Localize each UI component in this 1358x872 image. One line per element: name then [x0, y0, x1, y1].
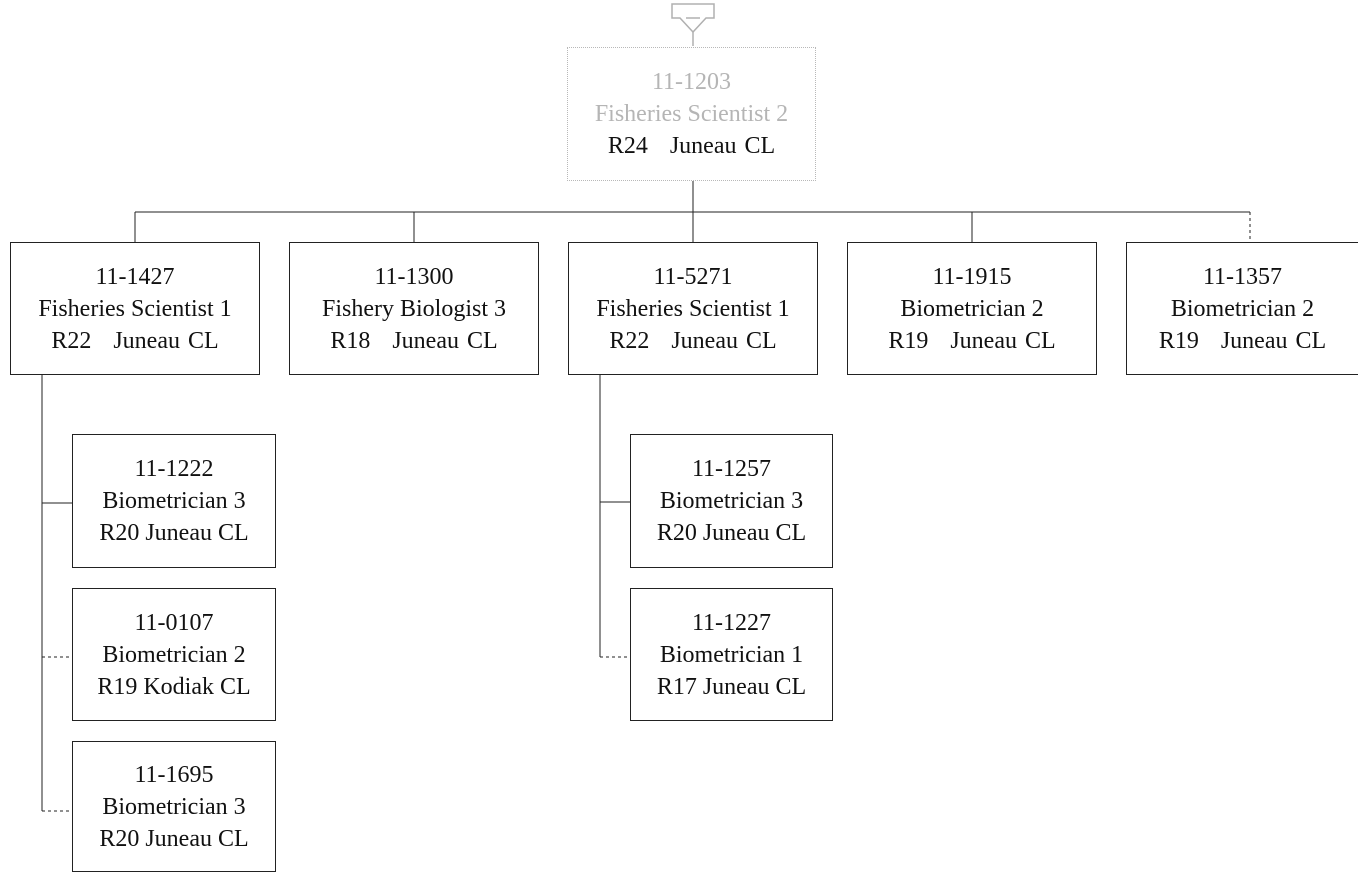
position-location: R24 Juneau CL [608, 130, 775, 162]
position-box-11-0107[interactable]: 11-0107 Biometrician 2 R19 Kodiak CL [72, 588, 276, 721]
position-number: 11-1357 [1202, 263, 1283, 290]
position-location: R20 Juneau CL [99, 825, 249, 852]
position-title: Biometrician 3 [102, 793, 246, 820]
position-box-11-1695[interactable]: 11-1695 Biometrician 3 R20 Juneau CL [72, 741, 276, 872]
position-number: 11-1915 [932, 263, 1012, 290]
position-number: 11-1300 [374, 263, 454, 290]
position-box-11-1357[interactable]: 11-1357 Biometrician 2 R19 Juneau CL [1126, 242, 1358, 375]
position-box-11-1427[interactable]: 11-1427 Fisheries Scientist 1 R22 Juneau C… [10, 242, 260, 375]
status-code: CL [467, 327, 498, 354]
range-code: R18 [330, 327, 371, 354]
position-location: R19 Juneau CL [1159, 325, 1326, 357]
status-code: CL [188, 327, 219, 354]
position-location: R19 Kodiak CL [97, 673, 251, 700]
position-number: 11-1427 [95, 263, 175, 290]
position-number: 11-5271 [653, 263, 733, 290]
position-title: Biometrician 2 [900, 295, 1044, 322]
position-box-11-1300[interactable]: 11-1300 Fishery Biologist 3 R18 Juneau CL [289, 242, 539, 375]
status-code: CL [1025, 327, 1056, 354]
position-box-11-5271[interactable]: 11-5271 Fisheries Scientist 1 R22 Juneau C… [568, 242, 818, 375]
city: Juneau [669, 133, 737, 159]
city: Juneau [950, 327, 1017, 354]
position-box-11-1227[interactable]: 11-1227 Biometrician 1 R17 Juneau CL [630, 588, 833, 721]
position-location: R22 Juneau CL [51, 325, 218, 357]
range-code: R22 [51, 327, 92, 354]
position-title: Fishery Biologist 3 [321, 295, 507, 322]
range-code: R24 [607, 133, 648, 159]
city: Juneau [671, 327, 738, 354]
status-code: CL [746, 327, 777, 354]
position-location: R18 Juneau CL [330, 325, 497, 357]
range-code: R19 [888, 327, 929, 354]
position-title: Biometrician 1 [659, 641, 804, 668]
city: Juneau [1220, 327, 1288, 354]
position-title: Fisheries Scientist 1 [38, 295, 232, 322]
position-location: R20 Juneau CL [99, 520, 249, 546]
position-number: 11-1257 [691, 456, 772, 482]
position-location: R19 Juneau CL [888, 325, 1055, 357]
position-title: Biometrician 3 [659, 488, 804, 514]
position-box-11-1915[interactable]: 11-1915 Biometrician 2 R19 Juneau CL [847, 242, 1097, 375]
position-number: 11-1695 [134, 761, 214, 788]
city: Juneau [392, 327, 459, 354]
position-box-11-1257[interactable]: 11-1257 Biometrician 3 R20 Juneau CL [630, 434, 833, 568]
position-title: Fisheries Scientist 1 [596, 295, 790, 322]
status-code: CL [1295, 327, 1327, 354]
position-number: 11-0107 [134, 609, 214, 636]
status-code: CL [744, 133, 776, 159]
position-number: 11-1203 [651, 69, 732, 95]
position-location: R17 Juneau CL [656, 673, 807, 700]
position-box-11-1203[interactable]: 11-1203 Fisheries Scientist 2 R24 Juneau C… [567, 47, 816, 181]
position-title: Biometrician 3 [102, 488, 246, 514]
up-arrow-icon[interactable] [671, 3, 715, 46]
range-code: R22 [609, 327, 650, 354]
position-title: Biometrician 2 [102, 641, 246, 668]
position-location: R20 Juneau CL [656, 520, 807, 546]
position-title: Biometrician 2 [1170, 295, 1315, 322]
position-number: 11-1222 [134, 456, 214, 482]
position-title: Fisheries Scientist 2 [594, 101, 789, 127]
range-code: R19 [1158, 327, 1199, 354]
city: Juneau [113, 327, 180, 354]
position-number: 11-1227 [691, 609, 772, 636]
position-box-11-1222[interactable]: 11-1222 Biometrician 3 R20 Juneau CL [72, 434, 276, 568]
position-location: R22 Juneau CL [609, 325, 776, 357]
